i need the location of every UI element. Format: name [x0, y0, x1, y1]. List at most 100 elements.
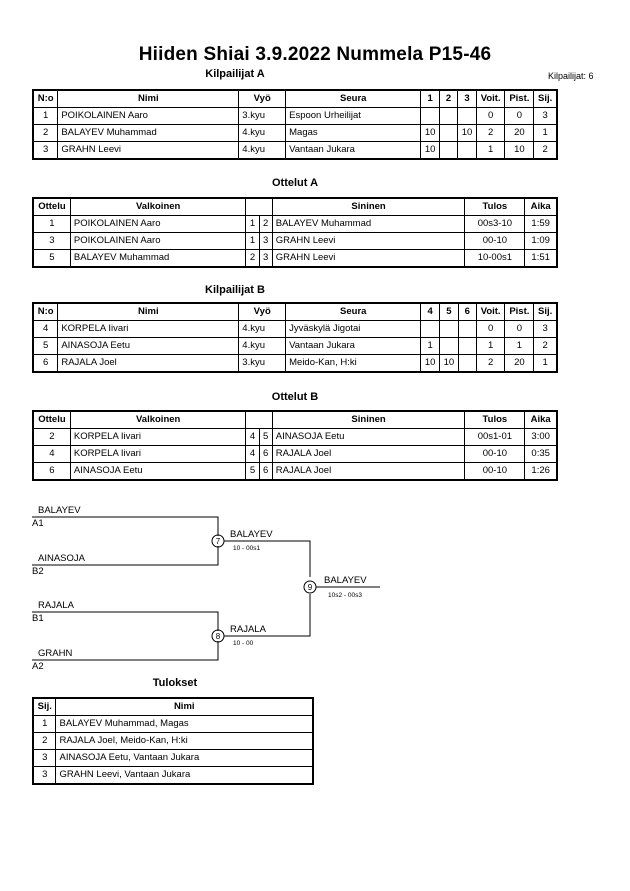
cell: 5: [258, 428, 273, 446]
semi2-score: 10 - 00: [233, 640, 254, 647]
cell: 1:59: [524, 215, 558, 233]
pool-b-table: N:o Nimi Vyö Seura 4 5 6 Voit. Pist. Sij…: [32, 302, 558, 373]
semi1-score: 10 - 00s1: [233, 545, 260, 552]
final-score: 10s2 - 00s3: [328, 592, 362, 599]
cell: 3.kyu: [238, 107, 287, 125]
results-heading: Tulokset: [152, 677, 198, 689]
cell: BALAYEV Muhammad: [271, 215, 466, 233]
cell: POIKOLAINEN Aaro: [57, 107, 240, 125]
cell: [439, 320, 459, 338]
semi2-winner: RAJALA: [230, 624, 267, 635]
cell: 3: [32, 766, 57, 785]
cell: 0: [475, 320, 506, 338]
cell: 3.kyu: [238, 354, 287, 373]
col-white: Valkoinen: [69, 197, 247, 216]
col-ids: [245, 197, 273, 216]
cell: 0: [475, 107, 506, 125]
cell: Jyväskylä Jigotai: [285, 320, 422, 338]
cell: 00-10: [464, 445, 526, 463]
col-match: Ottelu: [32, 197, 71, 216]
cell: 1: [533, 354, 558, 373]
cell: 20: [504, 354, 535, 373]
cell: [457, 107, 477, 125]
col-vs-3: 3: [457, 89, 477, 108]
cell: 10: [439, 354, 459, 373]
semi1-top-seed: A1: [32, 518, 44, 529]
semi2-bottom-name: GRAHN: [38, 648, 72, 659]
cell: 4.kyu: [238, 320, 287, 338]
cell: 1: [245, 215, 260, 233]
bracket-line: [32, 546, 219, 566]
cell: 10: [420, 141, 441, 160]
col-match: Ottelu: [32, 410, 71, 429]
cell: [439, 107, 459, 125]
semi2-match-no: 8: [216, 632, 221, 641]
cell: [439, 337, 459, 355]
cell: POIKOLAINEN Aaro: [69, 232, 247, 250]
col-white: Valkoinen: [69, 410, 247, 429]
matches-a-heading: Ottelut A: [271, 177, 319, 189]
cell: Magas: [285, 124, 422, 142]
col-vs-4: 4: [420, 302, 441, 321]
cell: 5: [32, 337, 59, 355]
cell: [457, 354, 477, 373]
cell: 4.kyu: [238, 337, 287, 355]
cell: 3: [32, 749, 57, 767]
cell: 3: [258, 232, 273, 250]
col-no: N:o: [32, 302, 59, 321]
cell: POIKOLAINEN Aaro: [69, 215, 247, 233]
cell: 3: [258, 249, 273, 268]
cell: [439, 141, 459, 160]
bracket-line: [32, 611, 219, 631]
cell: 4: [245, 445, 260, 463]
cell: 10: [420, 354, 441, 373]
semi2-top-seed: B1: [32, 613, 44, 624]
col-vs-6: 6: [457, 302, 477, 321]
final-match-no: 9: [308, 583, 313, 592]
cell: 1: [32, 107, 59, 125]
cell: 6: [32, 462, 71, 481]
cell: 5: [32, 249, 71, 268]
cell: RAJALA Joel: [271, 462, 466, 481]
cell: RAJALA Joel: [271, 445, 466, 463]
col-result: Tulos: [464, 410, 526, 429]
cell: 2: [533, 337, 558, 355]
col-blue: Sininen: [271, 197, 466, 216]
col-club: Seura: [285, 89, 422, 108]
semi1-winner: BALAYEV: [230, 529, 273, 540]
cell: AINASOJA Eetu, Vantaan Jukara: [55, 749, 314, 767]
cell: 1: [533, 124, 558, 142]
cell: 2: [475, 124, 506, 142]
col-points: Pist.: [504, 302, 535, 321]
page-title: Hiiden Shiai 3.9.2022 Nummela P15-46: [138, 44, 492, 65]
cell: 10: [457, 124, 477, 142]
semi1-top-name: BALAYEV: [38, 505, 81, 516]
cell: [457, 320, 477, 338]
cell: 00s1-01: [464, 428, 526, 446]
bracket-line: [224, 594, 311, 637]
cell: 3:00: [524, 428, 558, 446]
cell: GRAHN Leevi, Vantaan Jukara: [55, 766, 314, 785]
cell: 00-10: [464, 462, 526, 481]
cell: Vantaan Jukara: [285, 337, 422, 355]
col-place: Sij.: [32, 697, 57, 716]
cell: 4.kyu: [238, 124, 287, 142]
pool-a-table: N:o Nimi Vyö Seura 1 2 3 Voit. Pist. Sij…: [32, 89, 558, 160]
semi1-match-no: 7: [216, 537, 221, 546]
col-name: Nimi: [55, 697, 314, 716]
cell: 1: [504, 337, 535, 355]
bracket-diagram: BALAYEV A1 AINASOJA B2 7 BALAYEV 10 - 00…: [32, 505, 380, 672]
cell: 3: [533, 320, 558, 338]
cell: 4: [32, 320, 59, 338]
pool-a-heading: Kilpailijat A: [205, 68, 265, 80]
cell: Meido-Kan, H:ki: [285, 354, 422, 373]
cell: 2: [245, 249, 260, 268]
cell: 1: [475, 141, 506, 160]
